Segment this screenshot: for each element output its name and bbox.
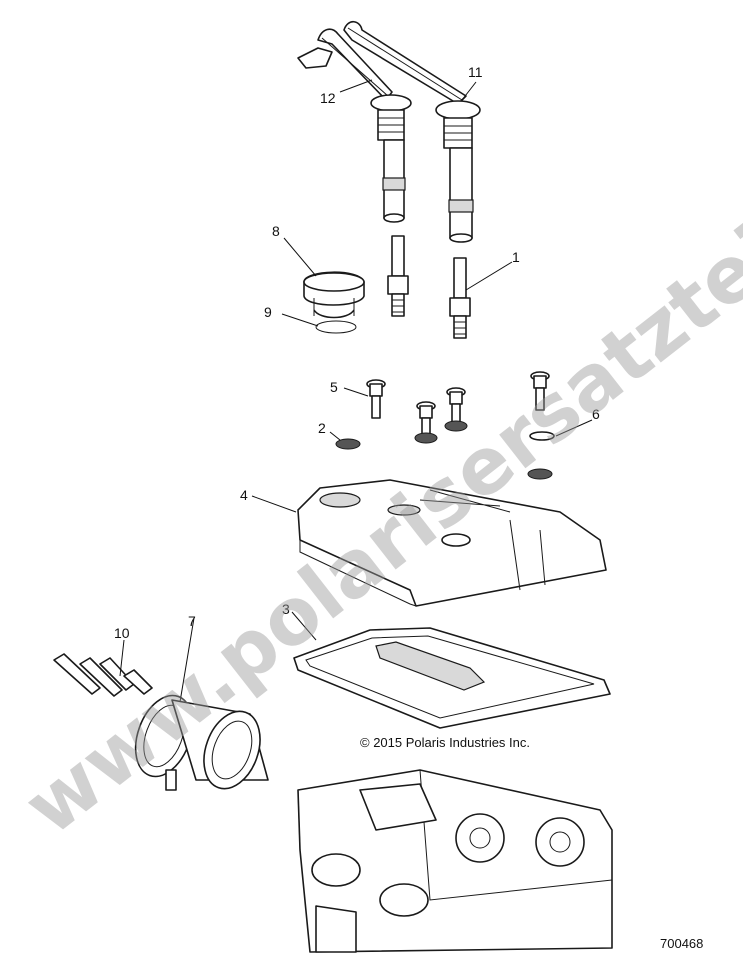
copyright-text: © 2015 Polaris Industries Inc.: [360, 735, 530, 750]
callout-8: 8: [272, 223, 280, 239]
callout-11: 11: [468, 64, 483, 80]
callout-labels: 1 2 3 4 5 6 7 8 9 10 11 12: [114, 64, 600, 641]
callout-2: 2: [318, 420, 326, 436]
figure-number: 700468: [660, 936, 703, 951]
oil-fill-cap: [303, 271, 365, 334]
cover-bolts: [366, 371, 550, 441]
cylinder-head: [297, 769, 613, 953]
callout-4: 4: [240, 487, 248, 503]
valve-cover: [297, 479, 607, 607]
callout-3: 3: [282, 601, 290, 617]
callout-1: 1: [512, 249, 520, 265]
callout-10: 10: [114, 625, 130, 641]
intake-boots: [134, 694, 269, 791]
callout-5: 5: [330, 379, 338, 395]
grommets: [335, 420, 555, 480]
callout-6: 6: [592, 406, 600, 422]
callout-9: 9: [264, 304, 272, 320]
cover-gasket: [293, 627, 611, 729]
ignition-coils: [297, 20, 481, 243]
boot-bolts: [53, 653, 153, 697]
callout-7: 7: [188, 613, 196, 629]
spark-plugs: [387, 235, 471, 339]
callout-12: 12: [320, 90, 336, 106]
leader-lines: [119, 79, 593, 703]
